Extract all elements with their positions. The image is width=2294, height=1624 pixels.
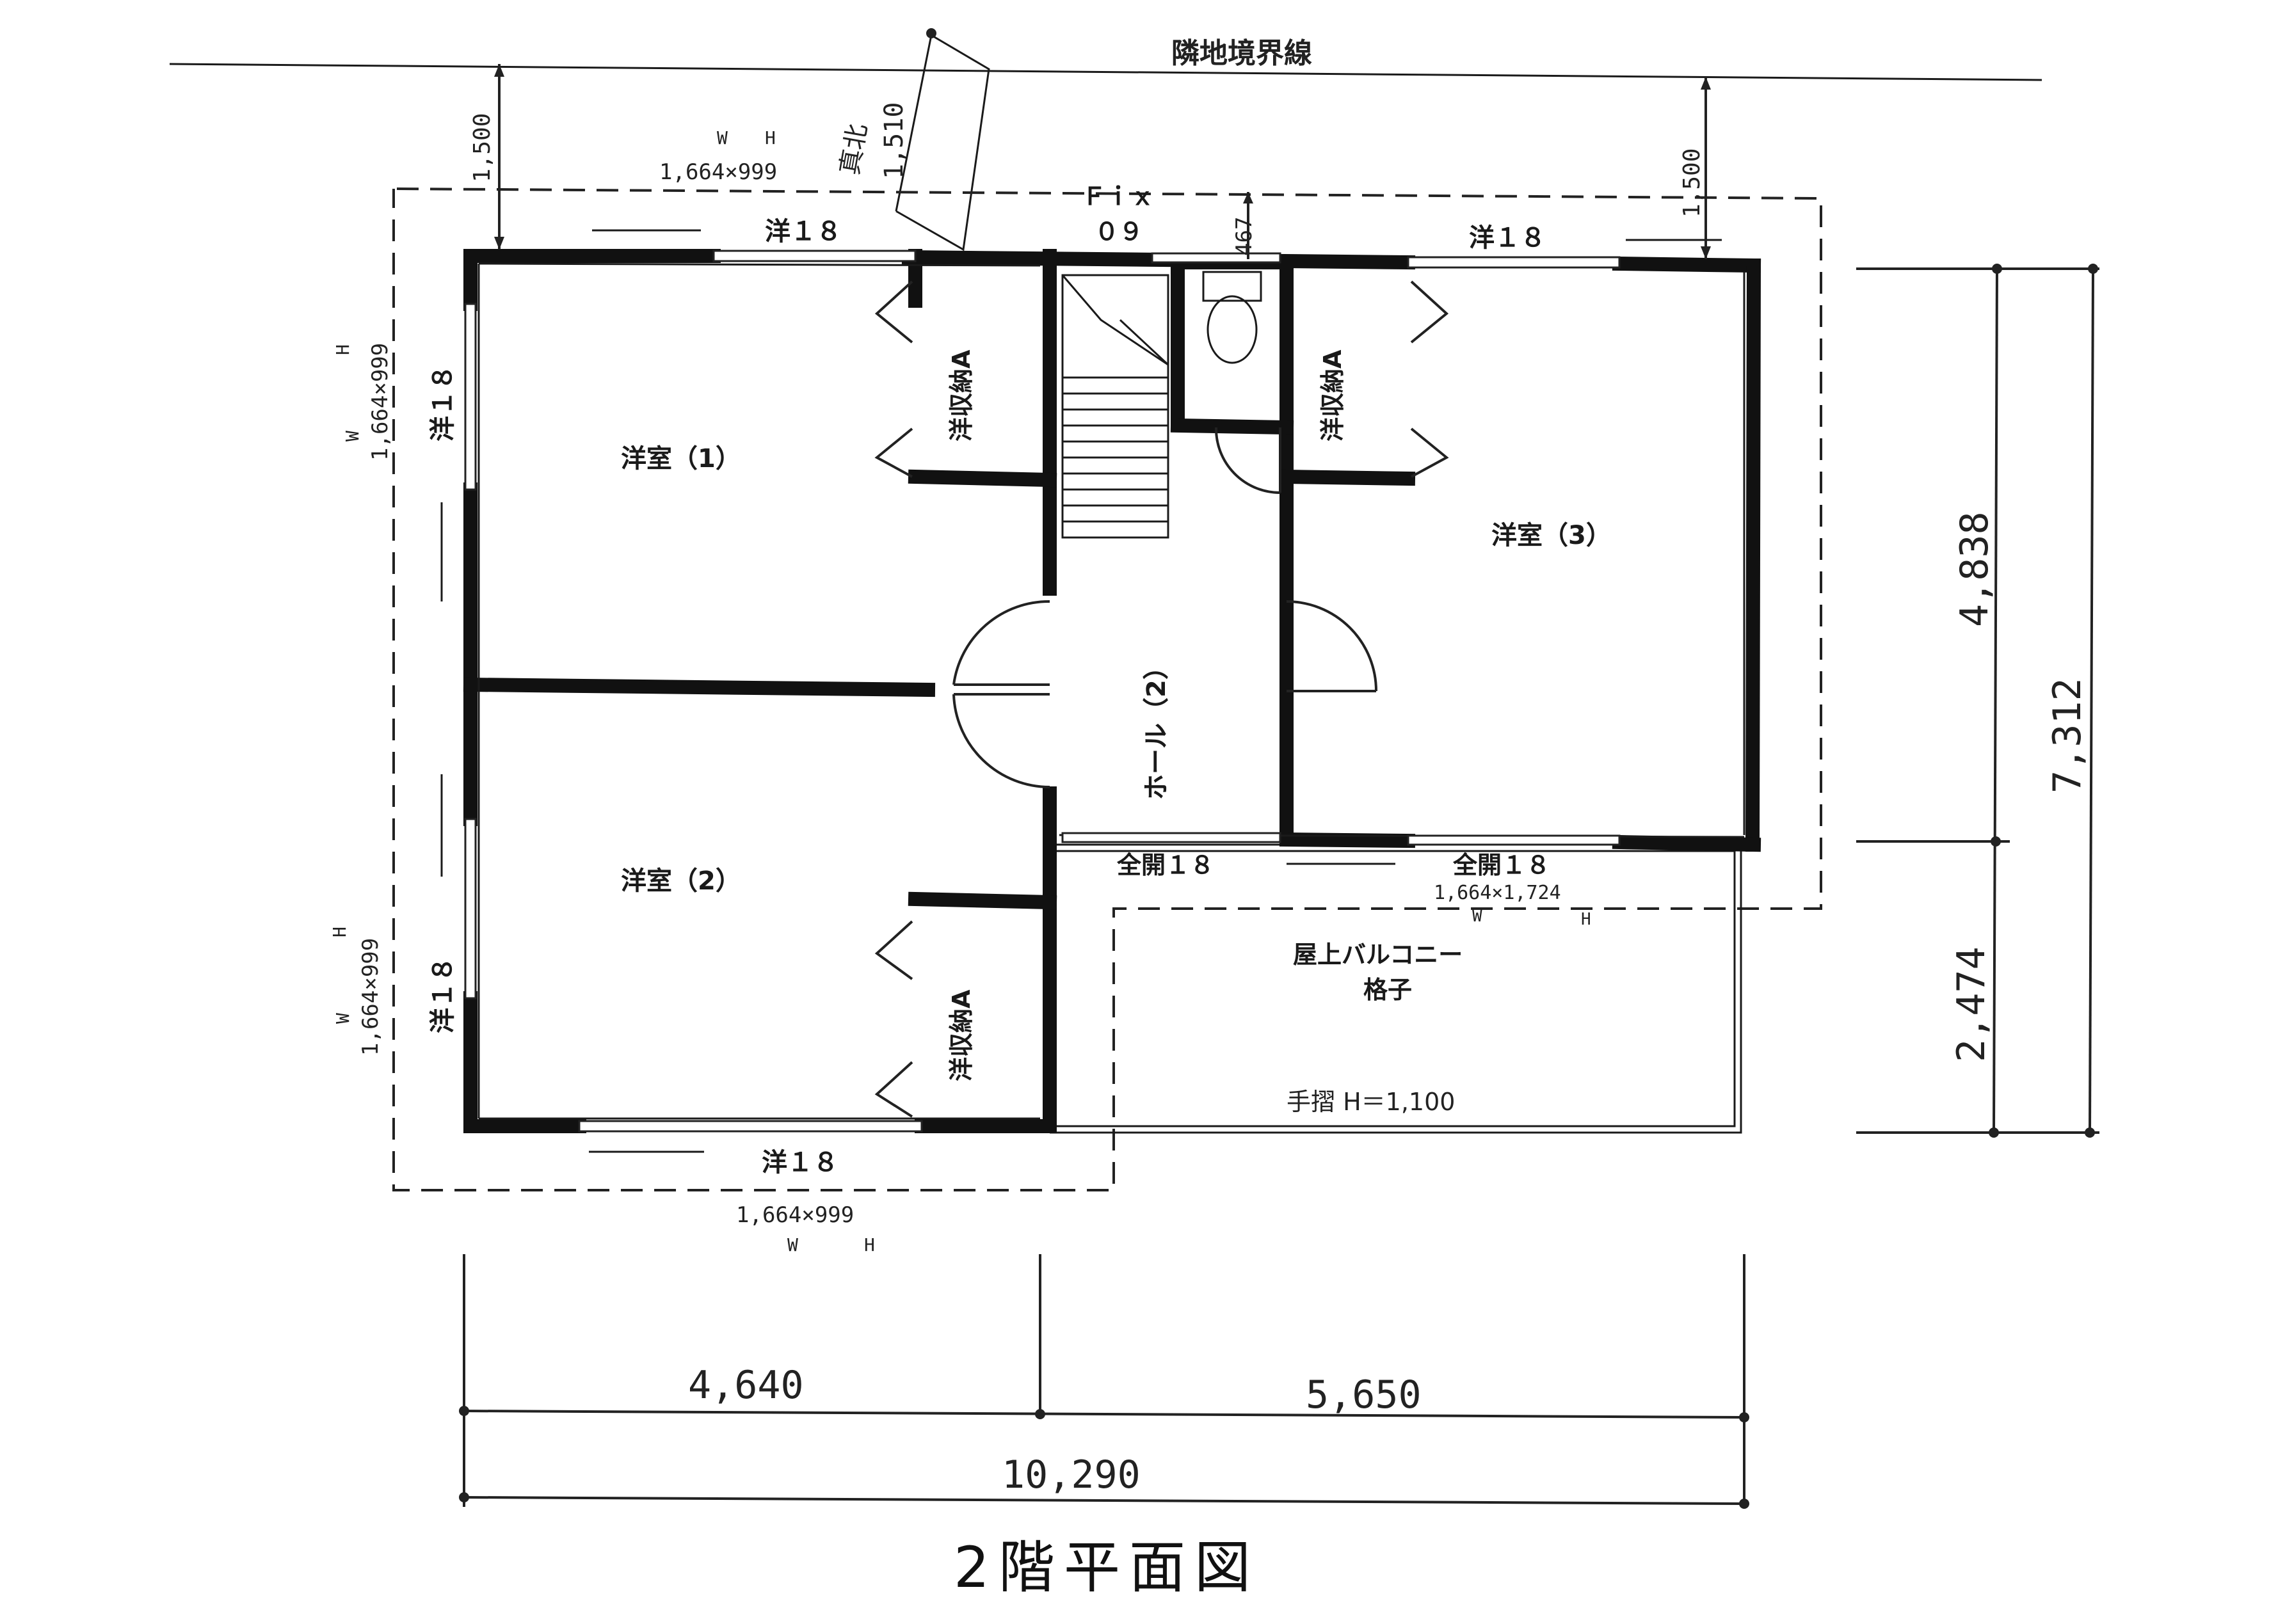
size-note-bottom: 1,664×999 xyxy=(736,1202,854,1228)
width-left-dim: 4,640 xyxy=(688,1363,804,1408)
balcony-sub-label: 格子 xyxy=(1363,976,1412,1004)
size-note-left-lower-w: W xyxy=(332,1013,353,1024)
doors xyxy=(874,280,1449,1118)
window-top-left-label: 洋１８ xyxy=(765,217,842,246)
size-note-top-w: W xyxy=(717,127,728,148)
size-note-balcony-h: H xyxy=(1581,910,1591,929)
room-3-label: 洋室（3） xyxy=(1491,521,1612,550)
window-left-upper-label: 洋１８ xyxy=(428,365,458,442)
offset-left-dim: 1,500 xyxy=(469,113,495,182)
offset-dimensions: 1,500 1,500 467 xyxy=(469,64,1711,259)
wall-inner-lines xyxy=(477,262,1745,1120)
sliding-right-label: 全開１８ xyxy=(1452,851,1550,879)
size-note-top: 1,664×999 xyxy=(659,159,777,185)
handrail-label: 手摺 H＝1,100 xyxy=(1287,1088,1455,1116)
window-labels: 洋１８ 洋１８ 洋１８ 洋１８ 洋１８ Ｆｉｘ ０９ 全開１８ 全開１８ xyxy=(428,182,1550,1177)
north-label: 真北 xyxy=(835,122,873,177)
height-total-dim: 7,312 xyxy=(2045,678,2090,793)
offset-small-dim: 467 xyxy=(1231,217,1257,256)
boundary-label: 隣地境界線 xyxy=(1171,37,1312,70)
size-note-left-upper-h: H xyxy=(332,344,353,355)
closet-a-label-3: 洋収納A xyxy=(1319,349,1347,442)
stairs xyxy=(1061,274,1169,539)
drawing-title: 2階平面図 xyxy=(954,1534,1260,1600)
window-left-lower-label: 洋１８ xyxy=(428,957,458,1033)
window-fix-label: Ｆｉｘ xyxy=(1082,182,1155,211)
size-note-left-upper-w: W xyxy=(342,431,363,442)
width-right-dim: 5,650 xyxy=(1306,1373,1422,1417)
right-dimensions: 4,838 2,474 7,312 xyxy=(1856,264,2099,1138)
size-note-balcony-w: W xyxy=(1472,907,1482,926)
balcony-label: 屋上バルコニー xyxy=(1293,941,1463,969)
boundary-line: 隣地境界線 xyxy=(169,37,2042,81)
closet-a-label-2: 洋収納A xyxy=(947,989,975,1081)
eaves-outline xyxy=(392,187,1822,1191)
hall-label: ホール（2） xyxy=(1142,654,1171,800)
offset-right-dim: 1,500 xyxy=(1679,148,1705,218)
width-total-dim: 10,290 xyxy=(1002,1453,1141,1497)
size-note-left-lower: 1,664×999 xyxy=(358,938,383,1056)
north-dimension: 1,510 xyxy=(879,102,909,179)
size-notes: 1,664×999 W H 1,664×999 W H 1,664×999 W … xyxy=(329,127,1591,1255)
room-2-label: 洋室（2） xyxy=(621,866,741,896)
room-labels: 洋室（1） 洋室（2） 洋室（3） ホール（2） 洋収納A 洋収納A 洋収納A … xyxy=(621,349,1612,1116)
room-1-label: 洋室（1） xyxy=(621,444,741,474)
height-upper-dim: 4,838 xyxy=(1952,511,1997,627)
toilet-icon xyxy=(1202,271,1262,364)
bottom-dimensions: 4,640 5,650 10,290 xyxy=(459,1254,1749,1509)
size-note-bottom-h: H xyxy=(864,1234,875,1255)
closet-a-label-1: 洋収納A xyxy=(947,349,975,442)
size-note-top-h: H xyxy=(765,127,776,148)
windows xyxy=(440,229,1722,1153)
size-note-left-lower-h: H xyxy=(329,927,350,937)
size-note-left-upper: 1,664×999 xyxy=(367,343,393,461)
window-bottom-label: 洋１８ xyxy=(762,1148,838,1177)
size-note-balcony: 1,664×1,724 xyxy=(1434,882,1561,904)
sliding-left-label: 全開１８ xyxy=(1116,851,1214,879)
window-fix-size-label: ０９ xyxy=(1095,218,1143,246)
size-note-bottom-w: W xyxy=(787,1234,798,1255)
walls xyxy=(463,249,1761,1133)
height-lower-dim: 2,474 xyxy=(1949,946,1994,1062)
window-top-right-label: 洋１８ xyxy=(1469,223,1546,253)
north-arrow-icon: 真北 1,510 xyxy=(835,28,990,251)
